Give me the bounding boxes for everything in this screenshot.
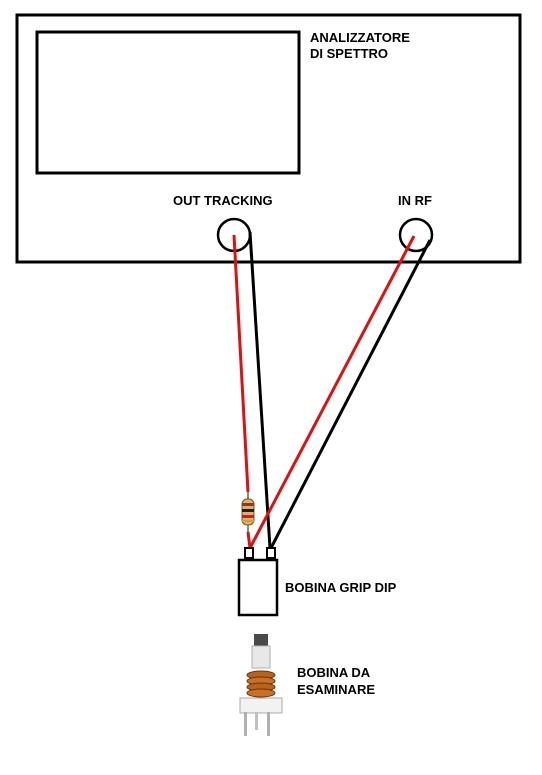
grip-dip-pin-right bbox=[266, 547, 276, 559]
grip-dip-label: BOBINA GRIP DIP bbox=[285, 580, 397, 595]
test-coil-image bbox=[239, 634, 283, 736]
resistor bbox=[241, 492, 255, 532]
out-tracking-label: OUT TRACKING bbox=[173, 193, 273, 208]
in-rf-red-wire bbox=[248, 235, 416, 549]
out-tracking-red-wire-upper bbox=[232, 234, 250, 493]
test-coil-label-line1: BOBINA DA bbox=[297, 665, 371, 680]
out-tracking-black-wire bbox=[248, 231, 272, 549]
test-coil-label-line2: ESAMINARE bbox=[297, 682, 375, 697]
in-rf-black-wire bbox=[269, 239, 432, 549]
grip-dip-pin-left bbox=[244, 547, 254, 559]
analyzer-screen bbox=[35, 30, 301, 175]
analyzer-title-line1: ANALIZZATORE bbox=[310, 30, 410, 45]
grip-dip-coil-box bbox=[237, 558, 279, 617]
out-tracking-red-wire-lower bbox=[246, 531, 252, 549]
analyzer-title-line2: DI SPETTRO bbox=[310, 46, 388, 61]
in-rf-label: IN RF bbox=[398, 193, 432, 208]
in-rf-connector bbox=[398, 217, 434, 253]
